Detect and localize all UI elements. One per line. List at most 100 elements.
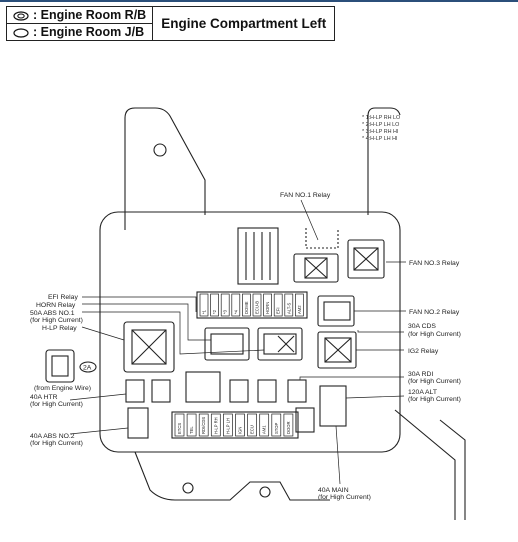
fan1-relay-dashed-outline	[305, 228, 339, 249]
fuse-slot	[186, 413, 197, 437]
rdi-label: 30A RDI	[408, 371, 433, 378]
horn-relay-label: HORN Relay	[36, 302, 76, 309]
lower-fuse-row-frame	[171, 411, 299, 439]
engine-wire-connector-face	[51, 355, 69, 377]
main-sublabel: (for High Current)	[318, 494, 371, 501]
abs1-sublabel: (for High Current)	[30, 317, 83, 324]
fuse-label: ALT-S	[286, 302, 291, 314]
fuse-slot	[252, 293, 262, 317]
fan2-relay-socket	[317, 295, 355, 327]
legend-row-engine-room-jb: : Engine Room J/B	[5, 23, 154, 41]
center-large-fuse-block	[185, 371, 221, 403]
fan1-relay-socket	[293, 253, 339, 283]
fuse-label: ETCS	[177, 423, 182, 434]
abs2-fuse-block	[127, 407, 149, 439]
abs2-sublabel: (for High Current)	[30, 440, 83, 447]
alt-label: 120A ALT	[408, 389, 437, 396]
legend-title: Engine Compartment Left	[152, 6, 336, 41]
fan3-relay-body	[353, 247, 379, 271]
hlp-relay-label: H-LP Relay	[42, 325, 77, 332]
fan1-relay-body	[304, 257, 328, 279]
horn-relay-socket	[257, 327, 303, 361]
right-bracket-outline	[367, 107, 401, 215]
fuse-label: AM1	[262, 425, 267, 434]
fuse-slot	[223, 413, 233, 437]
fuse-slot	[235, 413, 245, 437]
htr-label: 40A HTR	[30, 394, 58, 401]
fuse-slot	[198, 413, 209, 437]
fuse-label: ECU	[250, 425, 255, 434]
lower-housing-outline	[134, 451, 330, 501]
fuse-label: AM2	[297, 305, 302, 314]
horn-relay-body	[263, 333, 297, 355]
efi-relay-body	[210, 333, 244, 355]
connector-code: 2A	[83, 365, 92, 372]
ig2-relay-label: IG2 Relay	[408, 348, 439, 355]
ig2-relay-socket	[317, 331, 357, 369]
fuse-slot	[284, 293, 294, 317]
top-border	[0, 0, 518, 2]
legend-table: : Engine Room R/B Engine Compartment Lef…	[5, 6, 336, 41]
right-housing-edge	[394, 409, 456, 520]
fuse-slot	[199, 293, 209, 317]
ig2-relay-body	[324, 337, 352, 363]
fuse-label: HORN	[265, 302, 270, 314]
fuse-slot	[259, 413, 270, 437]
main-fuse-block	[295, 407, 315, 433]
note-line-1: * 1:H-LP RH LO	[362, 115, 400, 121]
fuse-slot	[231, 293, 241, 317]
fuse-slot	[247, 413, 257, 437]
multi-pin-connector	[237, 227, 279, 285]
fuse-slot	[210, 413, 221, 437]
legend-jb-label: : Engine Room J/B	[33, 25, 145, 39]
fuse-label: ECU-B	[255, 301, 260, 314]
engine-wire-label: (from Engine Wire)	[34, 385, 91, 392]
fuse-label: RDI/CDS	[201, 417, 206, 434]
fuse-label: IGN	[238, 427, 243, 434]
note-line-2: * 2:H-LP LH LO	[362, 122, 399, 128]
fuse-label: H-LP LH	[225, 418, 230, 434]
engine-wire-connector	[45, 349, 75, 383]
leader-lines	[69, 199, 406, 485]
fuse-label: H-LP RH	[213, 417, 218, 434]
double-circle-symbol-icon	[13, 11, 29, 21]
fuse-label: *4	[233, 309, 238, 314]
diagram-labels: * 1:H-LP RH LO * 2:H-LP LH LO * 3:H-LP R…	[30, 115, 461, 501]
fuse-slot	[263, 293, 272, 317]
fuse-slot	[210, 293, 219, 317]
fuse-slot	[295, 293, 304, 317]
legend-rb-label: : Engine Room R/B	[33, 8, 147, 22]
cds-sublabel: (for High Current)	[408, 331, 461, 338]
mounting-bracket-outline	[124, 107, 206, 230]
alt-fuse-block	[319, 385, 347, 427]
fan3-relay-socket	[347, 239, 385, 279]
hlp-relay-socket	[123, 321, 175, 373]
fuse-label: EFI	[276, 307, 281, 314]
note-line-4: * 4:H-LP LH HI	[362, 136, 398, 142]
fuse-label: DOOR	[286, 421, 291, 434]
single-circle-symbol-icon	[13, 28, 29, 38]
fuse-label: TEL	[189, 426, 194, 434]
note-line-3: * 3:H-LP RH HI	[362, 129, 398, 135]
fan3-relay-label: FAN NO.3 Relay	[409, 260, 460, 267]
hlp-relay-body	[131, 329, 167, 365]
htr-fuse-block	[125, 379, 145, 403]
cds-label: 30A CDS	[408, 323, 436, 330]
fuse-label: DOME	[244, 301, 249, 314]
fuse-label: *1	[202, 309, 207, 314]
fuse-slot	[242, 293, 251, 317]
fuse-block-2	[151, 379, 171, 403]
htr-sublabel: (for High Current)	[30, 401, 83, 408]
fuse-block-5	[257, 379, 277, 403]
abs1-label: 50A ABS NO.1	[30, 310, 75, 317]
lower-hole-left-icon	[182, 482, 194, 494]
fan1-relay-label: FAN NO.1 Relay	[280, 192, 331, 199]
fuse-block-4	[229, 379, 249, 403]
upper-fuse-row-frame	[196, 291, 308, 319]
rdi-fuse-block	[287, 379, 307, 403]
fuse-label: *3	[223, 309, 228, 314]
right-housing-edge-outer	[439, 419, 466, 520]
